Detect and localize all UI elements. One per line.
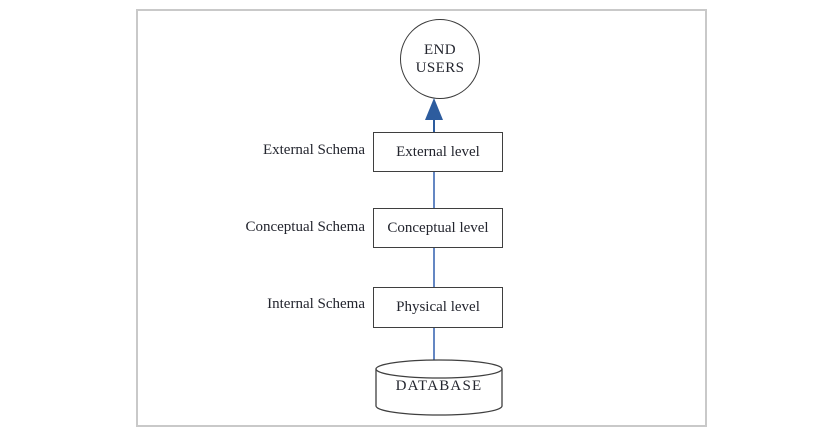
database-cylinder: DATABASE	[375, 359, 503, 416]
physical-level-label: Physical level	[396, 299, 480, 315]
external-schema-label: External Schema	[262, 142, 365, 158]
connector-external-conceptual	[433, 172, 435, 208]
conceptual-level-box: Conceptual level	[373, 208, 503, 248]
database-label: DATABASE	[395, 378, 483, 394]
connector-physical-database	[433, 328, 435, 360]
connector-conceptual-physical	[433, 248, 435, 287]
external-level-label: External level	[396, 143, 480, 160]
end-users-line1: END	[423, 41, 457, 58]
conceptual-level-label: Conceptual level	[387, 219, 489, 236]
end-users-circle: END USERS	[400, 19, 480, 99]
external-level-box: External level	[373, 132, 503, 172]
internal-schema-label: Internal Schema	[267, 296, 365, 312]
database-cylinder-icon	[375, 359, 503, 416]
end-users-line2: USERS	[415, 60, 465, 76]
arrow-up-icon	[425, 98, 443, 120]
conceptual-schema-label: Conceptual Schema	[245, 219, 365, 235]
arrow-stem	[433, 118, 435, 133]
physical-level-box: Physical level	[373, 287, 503, 328]
